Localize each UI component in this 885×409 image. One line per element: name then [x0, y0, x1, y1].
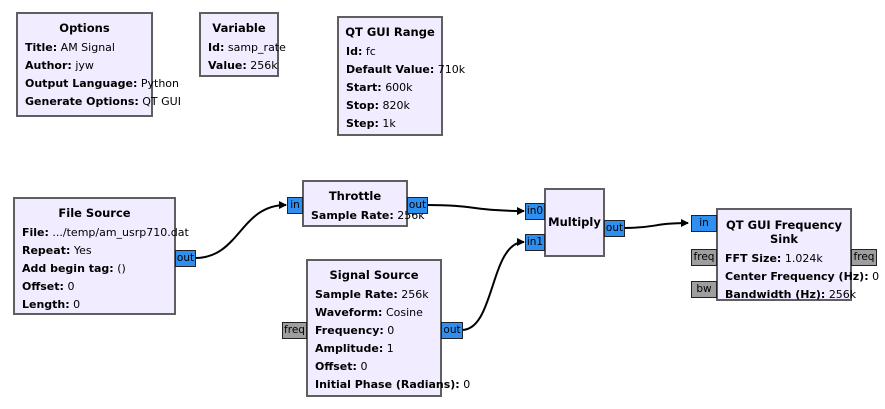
freq-sink-freq-out-port[interactable]: freq — [851, 249, 877, 266]
variable-block[interactable]: Variable Id: samp_rate Value: 256k — [199, 12, 286, 77]
file-source-out-port[interactable]: out — [175, 250, 196, 267]
param-row: Amplitude: 1 — [315, 342, 394, 355]
block-title: Signal Source — [329, 268, 419, 282]
throttle-block[interactable]: Throttle Sample Rate: 256k — [302, 180, 425, 227]
multiply-in1-port[interactable]: in1 — [525, 234, 545, 251]
block-title: Multiply — [548, 215, 601, 229]
param-row: Repeat: Yes — [22, 244, 92, 257]
param-row: Center Frequency (Hz): 0 — [725, 270, 880, 283]
signal-source-freq-port[interactable]: freq — [282, 322, 307, 339]
block-title: Variable — [212, 21, 266, 35]
param-row: Length: 0 — [22, 298, 81, 311]
param-row: Sample Rate: 256k — [315, 288, 429, 301]
param-row: FFT Size: 1.024k — [725, 252, 823, 265]
wire-multiply-to-freq-sink — [623, 219, 689, 229]
param-row: Author: jyw — [25, 59, 94, 72]
param-row: Initial Phase (Radians): 0 — [315, 378, 471, 391]
qt-gui-frequency-sink-block[interactable]: QT GUI Frequency Sink FFT Size: 1.024k C… — [716, 208, 880, 301]
signal-source-out-port[interactable]: out — [441, 322, 463, 339]
param-row: Id: fc — [346, 45, 376, 58]
signal-source-block[interactable]: Signal Source Sample Rate: 256k Waveform… — [306, 259, 471, 397]
block-title: Throttle — [328, 189, 382, 203]
param-row: Generate Options: QT GUI — [25, 95, 181, 108]
param-row: Waveform: Cosine — [315, 306, 423, 319]
param-row: Value: 256k — [208, 59, 278, 72]
param-row: Stop: 820k — [346, 99, 410, 112]
block-title: Options — [59, 21, 110, 35]
freq-sink-bw-in-port[interactable]: bw — [691, 281, 717, 298]
options-block[interactable]: Options Title: AM Signal Author: jyw Out… — [16, 12, 181, 117]
param-row: Output Language: Python — [25, 77, 179, 90]
freq-sink-freq-in-port[interactable]: freq — [691, 249, 717, 266]
multiply-out-port[interactable]: out — [604, 220, 625, 237]
param-row: Bandwidth (Hz): 256k — [725, 288, 857, 301]
freq-sink-in-port[interactable]: in — [691, 215, 717, 232]
param-row: Sample Rate: 256k — [311, 209, 425, 222]
throttle-out-port[interactable]: out — [407, 197, 428, 214]
wire-file-source-to-throttle — [194, 201, 287, 259]
throttle-in-port[interactable]: in — [287, 197, 303, 214]
param-row: Frequency: 0 — [315, 324, 395, 337]
multiply-in0-port[interactable]: in0 — [525, 203, 545, 220]
param-row: Start: 600k — [346, 81, 413, 94]
param-row: Offset: 0 — [315, 360, 368, 373]
param-row: Title: AM Signal — [25, 41, 115, 54]
param-row: File: .../temp/am_usrp710.dat — [22, 226, 189, 239]
wire-signal-source-to-multiply-in1 — [461, 238, 525, 331]
wire-throttle-to-multiply-in0 — [426, 204, 525, 215]
multiply-block[interactable]: Multiply — [544, 188, 605, 257]
param-row: Offset: 0 — [22, 280, 75, 293]
file-source-block[interactable]: File Source File: .../temp/am_usrp710.da… — [13, 197, 189, 315]
block-title: File Source — [58, 206, 131, 220]
block-title: QT GUI Frequency Sink — [726, 218, 842, 246]
qt-gui-range-block[interactable]: QT GUI Range Id: fc Default Value: 710k … — [337, 16, 466, 136]
param-row: Id: samp_rate — [208, 41, 286, 54]
block-title: QT GUI Range — [345, 25, 435, 39]
param-row: Step: 1k — [346, 117, 396, 130]
param-row: Default Value: 710k — [346, 63, 466, 76]
param-row: Add begin tag: () — [22, 262, 126, 275]
